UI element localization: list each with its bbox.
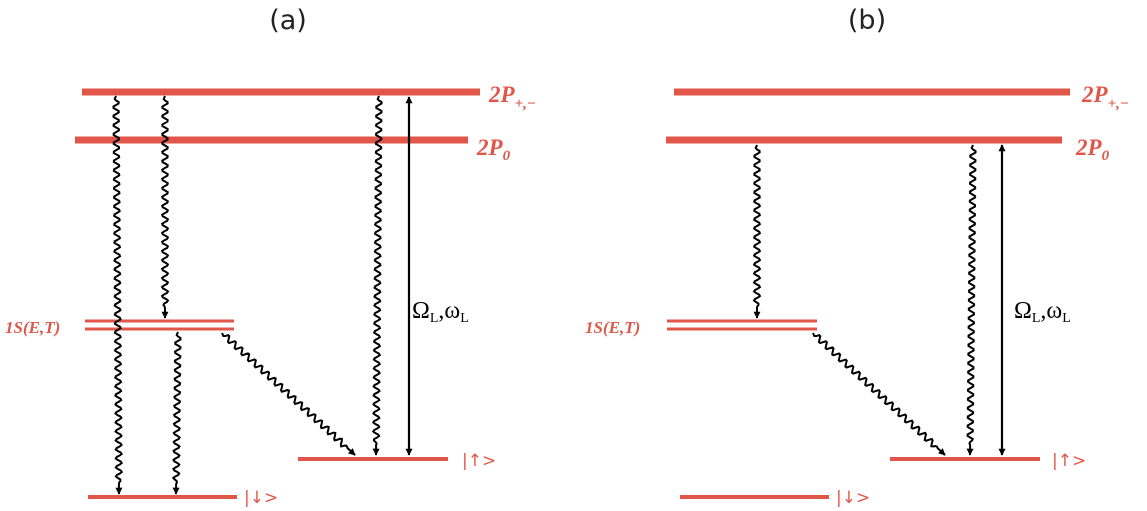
panel-a-levels — [75, 88, 480, 499]
panel-b-laser-label: ΩL,ωL — [1014, 298, 1071, 326]
panel-a-label-1s: 1S(E,T) — [5, 318, 60, 337]
panel-a: (a) 2P+,− 2P0 1S(E,T) |↑> |↓> ΩL,ωL — [5, 5, 536, 508]
panel-b-decays — [752, 144, 977, 456]
panel-a-ket-down: |↓> — [244, 488, 278, 508]
panel-b: (b) 2P+,− 2P0 1S(E,T) |↑> |↓> ΩL,ωL — [585, 5, 1129, 508]
panel-b-decay-2p-0-to-1s — [752, 144, 762, 319]
panel-a-label-2p-0: 2P0 — [476, 135, 511, 164]
panel-a-decay-2p-pm-to-spin-up — [371, 95, 383, 456]
panel-b-decay-1s-to-spin-up — [812, 332, 946, 456]
panel-a-ket-up: |↑> — [462, 451, 496, 471]
panel-b-label-2p-0: 2P0 — [1075, 135, 1110, 164]
panel-a-decay-1s-to-spin-down — [171, 331, 182, 495]
panel-a-decay-1s-to-spin-up — [221, 332, 356, 456]
panel-b-levels — [666, 88, 1070, 499]
panel-b-label-2p-pm: 2P+,− — [1081, 82, 1129, 112]
panel-a-label-2p-pm: 2P+,− — [488, 82, 536, 112]
panel-b-ket-down: |↓> — [836, 488, 870, 508]
panel-a-decay-2p-pm-to-1s — [160, 95, 170, 319]
panel-a-label: (a) — [269, 5, 307, 36]
panel-a-decay-2p-pm-to-spin-down — [112, 95, 124, 495]
panel-b-ket-up: |↑> — [1052, 451, 1086, 471]
panel-a-decays — [112, 95, 383, 495]
panel-a-laser-label: ΩL,ωL — [412, 298, 469, 326]
panel-b-decay-2p-0-to-spin-up — [966, 144, 977, 456]
panel-b-label-1s: 1S(E,T) — [585, 318, 640, 337]
panel-b-label: (b) — [848, 5, 886, 36]
